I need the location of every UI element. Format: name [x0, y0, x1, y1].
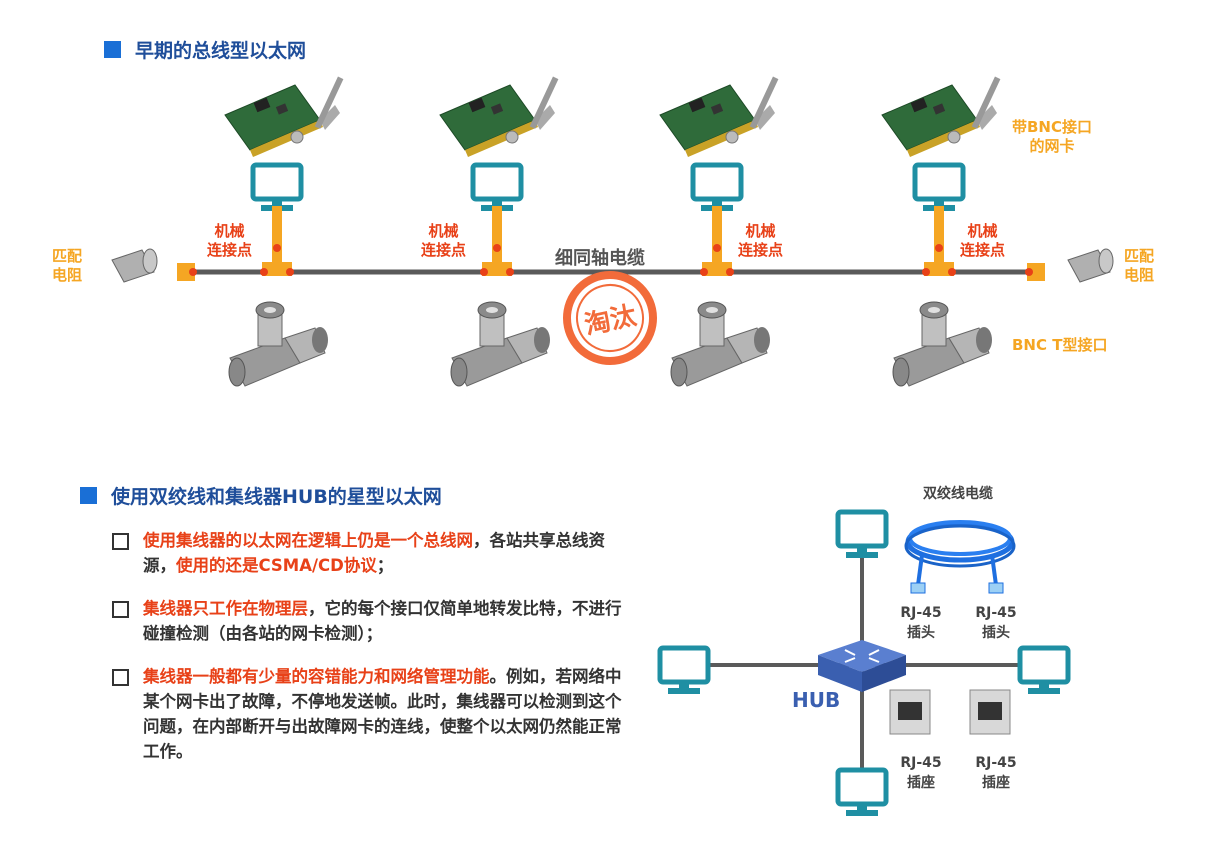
mech-label-2-line2: 连接点 [421, 241, 467, 259]
mech-label-3-line2: 连接点 [738, 241, 784, 259]
plug1-line1: RJ-45 [900, 605, 942, 621]
bullet1-seg3: 使用的还是CSMA/CD协议 [176, 556, 377, 575]
terminator-right-line2: 电阻 [1124, 266, 1155, 284]
terminator-label-left: 匹配 电阻 [52, 247, 82, 285]
plug1-line2: 插头 [907, 625, 935, 641]
star-section-title: 使用双绞线和集线器HUB的星型以太网 [80, 482, 442, 509]
rj45-plug-label-2: RJ-45 插头 [970, 603, 1022, 643]
coax-cable-label: 细同轴电缆 [555, 248, 645, 269]
jack1-line2: 插座 [907, 775, 935, 791]
mech-label-2-line1: 机械 [428, 222, 459, 240]
tconn-label: BNC T型接口 [1012, 336, 1108, 354]
bullet1-seg4: ； [376, 556, 394, 575]
bullet-list: 使用集线器的以太网在逻辑上仍是一个总线网，各站共享总线资源，使用的还是CSMA/… [112, 528, 622, 782]
monitor-top-icon [838, 512, 886, 558]
obsolete-stamp-icon [563, 271, 657, 365]
jack2-line2: 插座 [982, 775, 1010, 791]
bullet-item-3: 集线器一般都有少量的容错能力和网络管理功能。例如，若网络中某个网卡出了故障，不停… [112, 664, 622, 764]
checkbox-icon [112, 601, 129, 618]
title-square-icon [104, 41, 121, 58]
terminator-left [177, 263, 195, 281]
terminator-right [1027, 263, 1045, 281]
bullet-item-2: 集线器只工作在物理层，它的每个接口仅简单地转发比特，不进行碰撞检测（由各站的网卡… [112, 596, 622, 646]
hub-icon [818, 640, 906, 692]
rj45-jack-label-2: RJ-45 插座 [970, 753, 1022, 793]
nic-label-line1: 带BNC接口 [1012, 118, 1092, 136]
checkbox-icon [112, 533, 129, 550]
star-title-text: 使用双绞线和集线器HUB的星型以太网 [111, 486, 442, 508]
mech-point-label-1: 机械 连接点 [207, 222, 252, 260]
bullet2-seg1: 集线器只工作在物理层 [143, 599, 308, 618]
jack1-line1: RJ-45 [900, 755, 942, 771]
plug2-line2: 插头 [982, 625, 1010, 641]
bullet1-seg1: 使用集线器的以太网在逻辑上仍是一个总线网 [143, 531, 473, 550]
terminator-icon-right [1067, 248, 1114, 283]
rj45-plug-label-1: RJ-45 插头 [895, 603, 947, 643]
twisted-pair-cable-icon [904, 520, 1016, 594]
station-3 [659, 76, 779, 387]
mech-label-4-line2: 连接点 [960, 241, 1006, 259]
bullet2-seg2: ，它的每个接口仅简单地转发比特，不进行碰撞检测（由各站的网卡检测）； [143, 599, 622, 643]
plug2-line1: RJ-45 [975, 605, 1017, 621]
mech-point-label-3: 机械 连接点 [738, 222, 783, 260]
terminator-label-right: 匹配 电阻 [1124, 247, 1154, 285]
bullet-item-1: 使用集线器的以太网在逻辑上仍是一个总线网，各站共享总线资源，使用的还是CSMA/… [112, 528, 622, 578]
terminator-left-line1: 匹配 [52, 247, 83, 265]
terminator-left-line2: 电阻 [52, 266, 83, 284]
nic-label: 带BNC接口 的网卡 [1012, 118, 1092, 156]
bus-title-text: 早期的总线型以太网 [135, 40, 307, 62]
twisted-pair-label: 双绞线电缆 [923, 486, 993, 502]
monitor-bottom-icon [838, 770, 886, 816]
rj45-jack-icon-2 [969, 689, 1011, 735]
monitor-right-icon [1020, 648, 1068, 694]
mech-label-3-line1: 机械 [745, 222, 776, 240]
rj45-jack-label-1: RJ-45 插座 [895, 753, 947, 793]
nic-label-line2: 的网卡 [1029, 137, 1075, 155]
jack2-line1: RJ-45 [975, 755, 1017, 771]
bus-section-title: 早期的总线型以太网 [104, 36, 306, 63]
station-2 [439, 76, 559, 387]
title-square-icon [80, 487, 97, 504]
station-1 [224, 76, 344, 387]
bullet3-seg2: 。例如，若网络中某个网卡出了故障，不停地发送帧。此时，集线器可以检测到这个问题，… [143, 667, 622, 761]
bus-diagram [111, 76, 1114, 387]
bullet3-seg1: 集线器一般都有少量的容错能力和网络管理功能 [143, 667, 490, 686]
mech-label-4-line1: 机械 [967, 222, 998, 240]
mech-point-label-4: 机械 连接点 [960, 222, 1005, 260]
checkbox-icon [112, 669, 129, 686]
mech-label-1-line1: 机械 [214, 222, 245, 240]
hub-label: HUB [792, 688, 841, 712]
terminator-icon-left [111, 248, 158, 283]
station-4 [881, 76, 1001, 387]
rj45-jack-icon-1 [889, 689, 931, 735]
mech-point-label-2: 机械 连接点 [421, 222, 466, 260]
star-diagram [640, 480, 1200, 840]
terminator-right-line1: 匹配 [1124, 247, 1155, 265]
monitor-left-icon [660, 648, 708, 694]
bullet1-seg2: ，各站共享总线资源， [143, 531, 605, 575]
mech-label-1-line2: 连接点 [207, 241, 253, 259]
